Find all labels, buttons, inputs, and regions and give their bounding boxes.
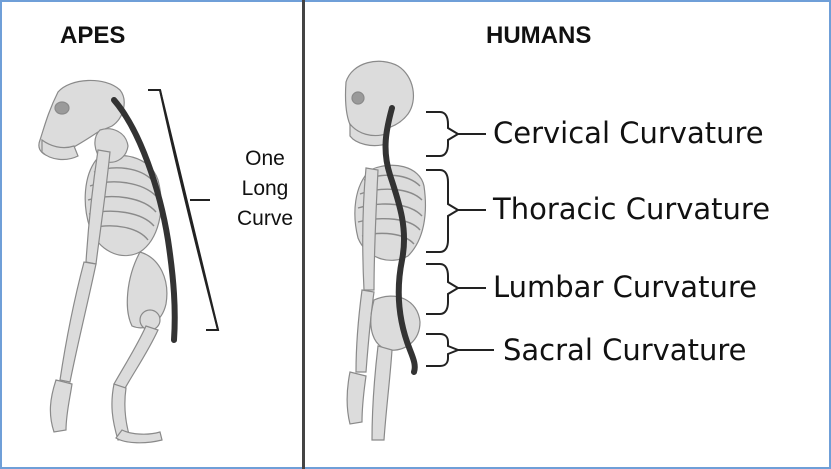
human-upper-arm [363,168,378,290]
thoracic-bracket [426,170,486,252]
ape-forearm [60,262,96,382]
human-skeleton [345,61,425,440]
lumbar-bracket [426,264,486,314]
cervical-bracket [426,112,486,156]
ape-hand [50,380,72,432]
human-eye-socket [352,92,364,104]
human-pelvis [371,296,420,350]
human-hand [347,372,366,424]
ape-thigh [114,326,158,390]
ape-skeleton [39,80,167,442]
human-brackets [426,112,494,366]
human-thigh [372,346,392,440]
ape-eye-socket [55,102,69,114]
sacral-bracket [426,334,494,366]
ape-foot [116,430,162,443]
